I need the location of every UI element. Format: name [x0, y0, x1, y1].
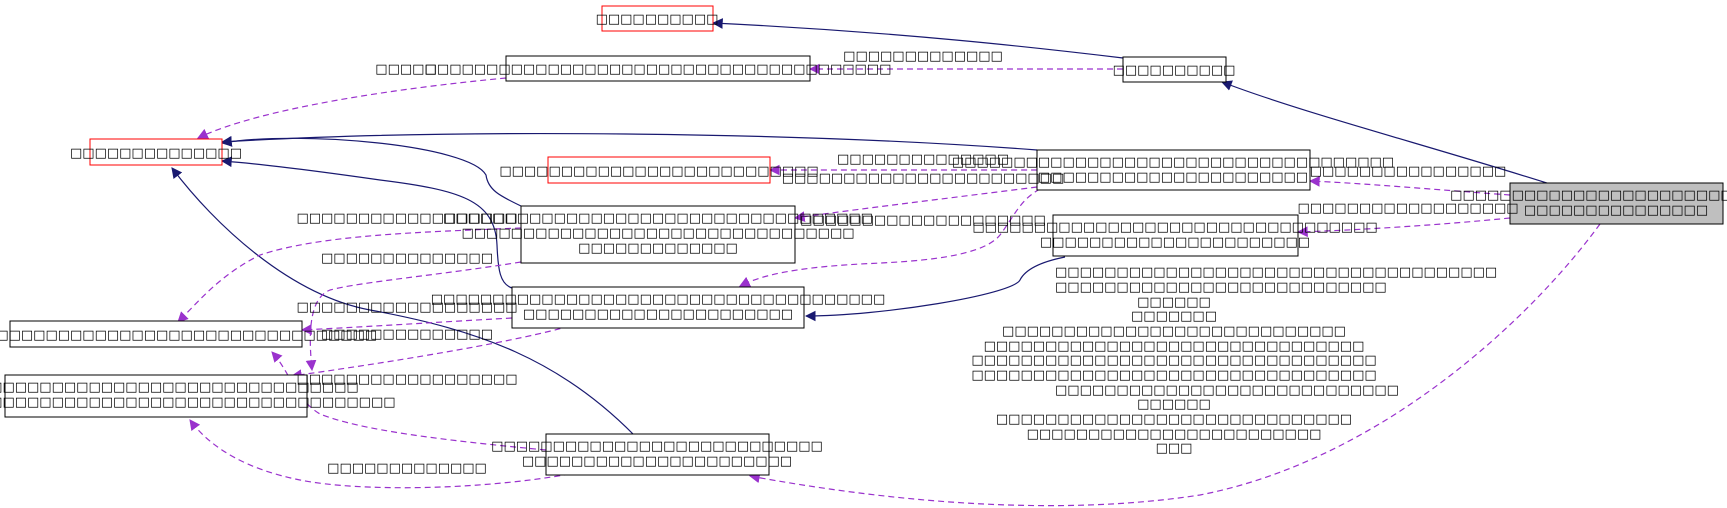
svg-text:□□□: □□□: [1156, 441, 1193, 456]
svg-text:□□□□□□□□□□: □□□□□□□□□□: [1113, 63, 1236, 78]
edge-bottom-to-base: [171, 167, 635, 436]
svg-text:□□□□□□□□□□□□□□□□□□□□□□□□□□□: □□□□□□□□□□□□□□□□□□□□□□□□□□□: [1450, 188, 1727, 203]
edge-use-bottom-to-left-two: [189, 419, 571, 489]
edge-use-focus-to-mid-right: [1308, 175, 1511, 196]
edge-right-two-to-center-box: [804, 256, 1066, 322]
edge-center-box-to-base: [220, 156, 513, 289]
svg-text:□□□□□□□□□□□□□□□□□□□□□□□□□□□□□□: □□□□□□□□□□□□□□□□□□□□□□□□□□□□□□□□□□□□□□□: [0, 395, 396, 410]
svg-text:□□□□□□□□□□□□□□□□□□□□□□□□□□□□□□: □□□□□□□□□□□□□□□□□□□□□□□□□□□□□□□□□: [971, 368, 1376, 383]
edge-use-mid-right-to-center-three: [793, 186, 1038, 222]
edge-mid-right-to-base: [220, 132, 1038, 151]
edge-label-big-block: □□□□□□□□□□□□□□□□□□□□□□□□□□□□□□□□□□□□ □□□…: [971, 265, 1497, 456]
edge-label-left-d: □□□□□□□□□□□□□□: [321, 327, 493, 342]
svg-text:□□□□□□□□□□□□□□□□□□□□□□□□□□□: □□□□□□□□□□□□□□□□□□□□□□□□□□□: [491, 439, 823, 454]
node-left-two[interactable]: □□□□□□□□□□□□□□□□□□□□□□□□□□□□□□□□□ □□□□□□…: [0, 374, 396, 418]
svg-text:□□□□□□□□□□□□□□□□□□□□□□: □□□□□□□□□□□□□□□□□□□□□□: [1040, 235, 1310, 250]
edge-use-bottom-to-left-one: [271, 351, 547, 451]
svg-text:□□□□□□□□□□□□□□□□□□□□□□□□□□□□□□: □□□□□□□□□□□□□□□□□□□□□□□□□□□□□□□□□: [971, 353, 1376, 368]
edge-center-three-to-base: [220, 136, 522, 207]
edge-use-focus-to-bottom: [748, 223, 1601, 507]
svg-text:□□□□□□□□□□□□□□□□□□□□□□□□□□□□□□: □□□□□□□□□□□□□□□□□□□□□□□□□□□□□□□□□□□□: [1055, 265, 1497, 280]
edge-label-top-right-usage: □□□□□□□□□□□□□: [843, 49, 1003, 64]
svg-text:□□□□□□□□□□□□□□□□□□□□□□□□□□□: □□□□□□□□□□□□□□□□□□□□□□□□□□□: [1055, 280, 1387, 295]
node-left-one[interactable]: □□□□□□□□□□□□□□□□□□□□□□□□□□□□□□□□□□□□: [0, 320, 377, 348]
svg-text:□□□□□□□□□□: □□□□□□□□□□: [596, 12, 719, 27]
node-top-right-box[interactable]: □□□□□□□□□□: [1113, 56, 1236, 83]
edge-use-center-three-to-left-two: [305, 261, 522, 372]
node-mid-right-box[interactable]: □□□□□□□□□□□□□□□□□□□□□□□□□□□□□□□□□□□□ □□□…: [952, 149, 1394, 191]
svg-text:□□□□□□□□□□□□□□□□□□□□□□□□□□□□□□: □□□□□□□□□□□□□□□□□□□□□□□□□□□□□□□: [984, 339, 1365, 354]
svg-text:□□□□□□□□□□□□□□□□□□□□□□: □□□□□□□□□□□□□□□□□□□□□□: [1038, 170, 1308, 185]
edge-label-focus-to-mid-right: □□□□□□□□□□□□□□□□: [1310, 164, 1507, 179]
svg-text:□□□□□□□□□□□□□□□□□□□□□□□□□□□□□□: □□□□□□□□□□□□□□□□□□□□□□□□□□□□□□□□□□□□: [952, 155, 1394, 170]
svg-text:□□□□□□□□□□□□□□□□□□□□□□□□□□□□□□: □□□□□□□□□□□□□□□□□□□□□□□□□□□□□□□□: [461, 226, 854, 241]
edge-use-center-three-to-left-one: [177, 227, 522, 323]
edge-use-center-box-to-left-two: [290, 325, 571, 380]
edge-label-focus-to-right-two: □□□□□□□□□□□□□□□□□□: [1297, 201, 1518, 216]
edge-label-center-box-usage: □□□□□□□□□□□□□□□□□□□□: [800, 213, 1046, 228]
node-base-red[interactable]: □□□□□□□□□□□□□□: [70, 138, 242, 166]
node-focus[interactable]: □□□□□□□□□□□□□□□□□□□□□□□□□□□ □□□□□□□□□□□□…: [1450, 182, 1727, 225]
svg-text:□□□□□□□□□□□□□□□□□□□□□□: □□□□□□□□□□□□□□□□□□□□□□: [522, 454, 792, 469]
edge-labels: □□□□□ □□□□□□□□□□□□□ □□□□□□□□□□□□□□ □□□□□…: [296, 49, 1518, 476]
edges: [171, 18, 1601, 507]
svg-text:□□□□□□□□□□□□□□□□□□□□□□□□□□□□□□: □□□□□□□□□□□□□□□□□□□□□□□□□□□□□□□□□□□: [443, 211, 873, 226]
edge-label-left-b: □□□□□□□□□□□□□□: [321, 251, 493, 266]
edge-label-left-a: □□□□□□□□□□□□□□□□□□: [296, 211, 517, 226]
edge-label-mid-red-a: □□□□□□□□□□□□□□: [837, 152, 1009, 167]
node-bottom-box[interactable]: □□□□□□□□□□□□□□□□□□□□□□□□□□□ □□□□□□□□□□□□…: [491, 433, 823, 476]
edge-label-top-left-usage: □□□□□: [375, 62, 436, 77]
node-right-two[interactable]: □□□□□□□□□□□□□□□□□□□□□□□□□□□□□□□□□ □□□□□□…: [972, 214, 1378, 257]
svg-text:□□□□□□□□□□□□□□□□□□□□□□□□□□□□□□: □□□□□□□□□□□□□□□□□□□□□□□□□□□□□□□□□□□□□□: [425, 62, 892, 77]
node-top-left-box[interactable]: □□□□□□□□□□□□□□□□□□□□□□□□□□□□□□□□□□□□□□: [425, 55, 892, 82]
svg-text:□□□□□□□□□□□□□□□□□□□□□□□□□□□□: □□□□□□□□□□□□□□□□□□□□□□□□□□□□: [1055, 383, 1399, 398]
node-center-three[interactable]: □□□□□□□□□□□□□□□□□□□□□□□□□□□□□□□□□□□ □□□□…: [443, 205, 873, 264]
svg-text:□□□□□□□□□□□□□: □□□□□□□□□□□□□: [578, 241, 738, 256]
svg-text:□□□□□□□□□□□□□□□□□□□□□□□□□□□□□□: □□□□□□□□□□□□□□□□□□□□□□□□□□□□□□□□□: [0, 380, 359, 395]
svg-text:□□□□□□□□□□□□□□□□□□□□□□□□□□□□□□: □□□□□□□□□□□□□□□□□□□□□□□□□□□□□□□□□: [972, 220, 1377, 235]
edge-label-left-c: □□□□□□□□□□□□□□□□□□: [296, 300, 517, 315]
svg-text:□□□□□□: □□□□□□: [1137, 397, 1211, 412]
edge-label-mid-red-b: □□□□□□□□□□□□□□□□□□□□□□□: [782, 171, 1065, 186]
edge-label-bottom-left: □□□□□□□□□□□□□: [327, 461, 487, 476]
node-top-red[interactable]: □□□□□□□□□□: [596, 5, 719, 32]
node-mid-red[interactable]: □□□□□□□□□□□□□□□□□□□□□□□□□□: [499, 156, 819, 184]
svg-text:□□□□□□□□□□□□□□: □□□□□□□□□□□□□□: [70, 146, 242, 161]
node-center-box[interactable]: □□□□□□□□□□□□□□□□□□□□□□□□□□□□□□□□□□□□□ □□…: [431, 286, 885, 329]
svg-text:□□□□□□□□□□□□□□□: □□□□□□□□□□□□□□□: [1524, 203, 1708, 218]
svg-text:□□□□□□□□□□□□□□□□□□□□□□□□□□□□□□: □□□□□□□□□□□□□□□□□□□□□□□□□□□□□□□□□□□□: [0, 328, 377, 343]
edge-use-mid-right-to-center-box: [739, 188, 1041, 287]
svg-text:□□□□□□□□□□□□□□□□□□□□□□□□□□: □□□□□□□□□□□□□□□□□□□□□□□□□□: [499, 164, 818, 179]
svg-text:□□□□□□□□□□□□□□□□□□□□□□: □□□□□□□□□□□□□□□□□□□□□□: [523, 307, 793, 322]
edge-focus-to-top-right: [1220, 80, 1551, 185]
edge-top-right-to-top-red: [711, 18, 1124, 59]
svg-text:□□□□□□□□□□□□□□□□□□□□□□□□: □□□□□□□□□□□□□□□□□□□□□□□□: [1027, 427, 1322, 442]
svg-text:□□□□□□□: □□□□□□□: [1131, 309, 1217, 324]
edge-label-left-e: □□□□□□□□□□□□□□□□□□: [296, 372, 517, 387]
edge-use-top-left-to-base: [197, 77, 507, 139]
svg-text:□□□□□□□□□□□□□□□□□□□□□□□□□□□□□□: □□□□□□□□□□□□□□□□□□□□□□□□□□□□□□□□□□□□□: [431, 292, 885, 307]
svg-text:□□□□□□: □□□□□□: [1137, 295, 1211, 310]
svg-text:□□□□□□□□□□□□□□□□□□□□□□□□□□□□: □□□□□□□□□□□□□□□□□□□□□□□□□□□□: [1002, 324, 1346, 339]
svg-text:□□□□□□□□□□□□□□□□□□□□□□□□□□□□□: □□□□□□□□□□□□□□□□□□□□□□□□□□□□□: [996, 412, 1352, 427]
edge-use-center-box-to-left-one: [300, 317, 513, 335]
